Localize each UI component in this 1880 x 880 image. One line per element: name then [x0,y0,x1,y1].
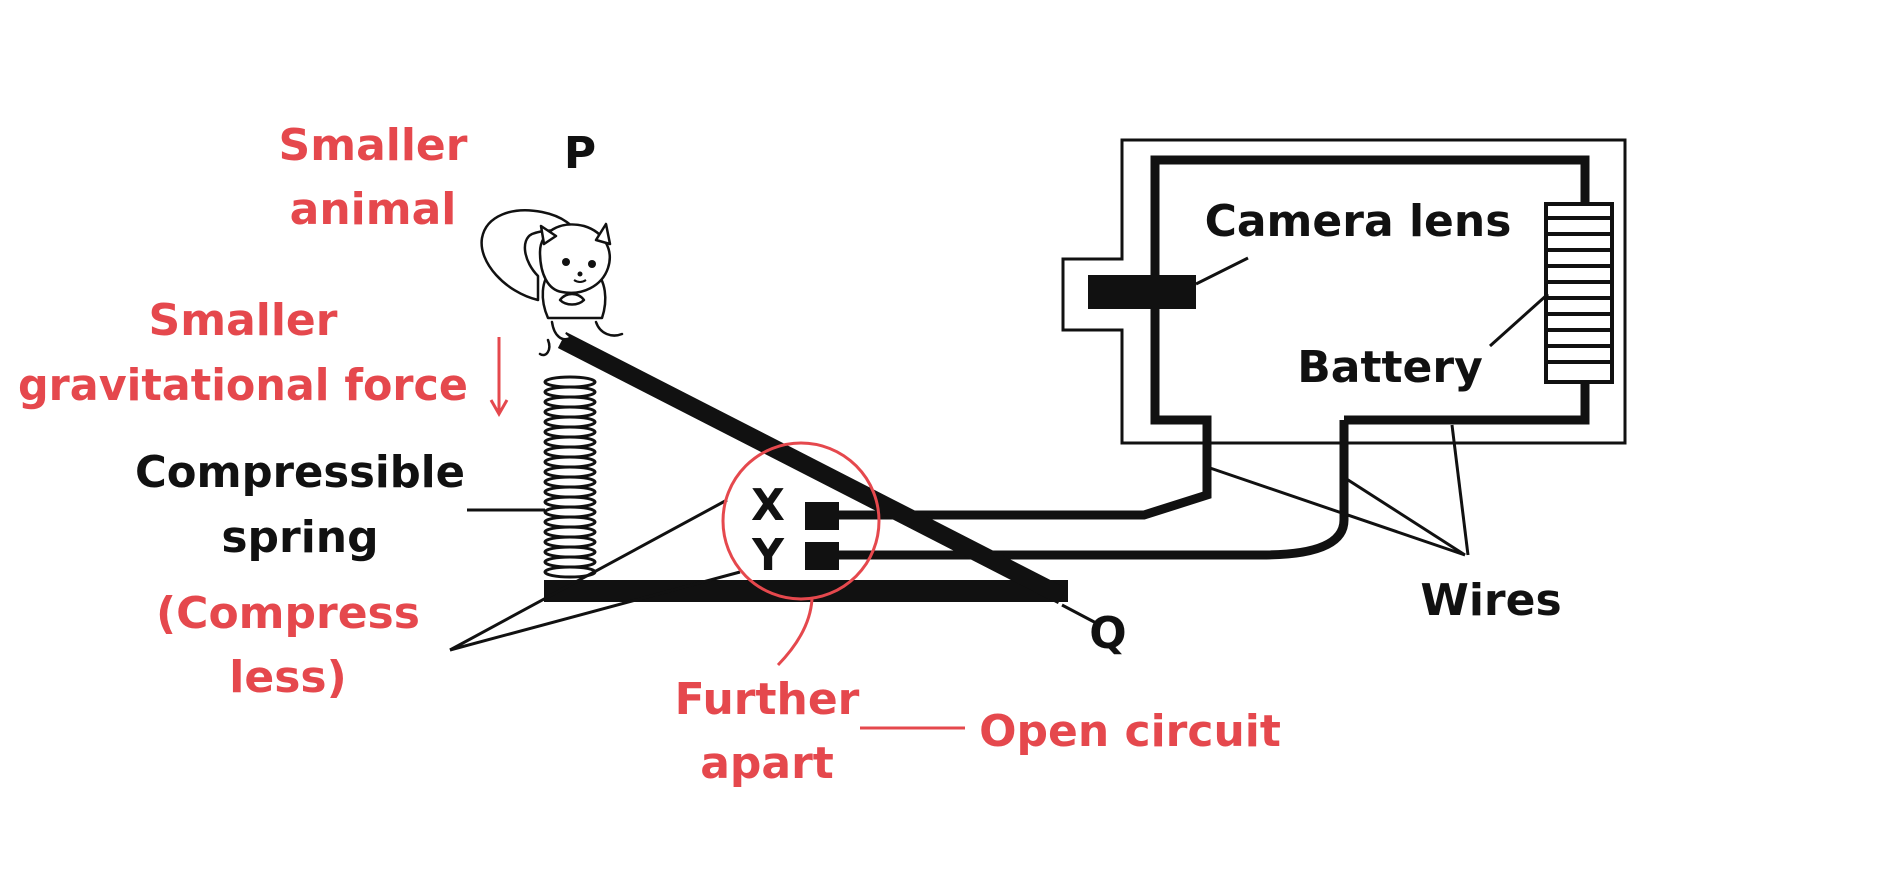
gravity-arrow-icon [489,337,509,418]
annotation-gravity-line1: Smaller [149,295,338,346]
annotation-further-line2: apart [700,738,834,789]
annotation-open-circuit: Open circuit [979,706,1281,757]
annotation-smaller-animal-line2: animal [290,184,457,235]
squirrel-icon [480,209,624,357]
camera-housing [1061,138,1627,445]
annotation-compress-line1: (Compress [156,588,420,639]
contact-y [805,542,839,570]
battery [1544,202,1614,384]
label-spring-line1: Compressible [135,447,465,498]
further-apart-leader [776,598,814,667]
label-p: P [564,128,596,179]
contact-x [805,502,839,530]
label-spring-line2: spring [221,512,378,563]
label-y: Y [751,530,785,581]
squirrel-face [562,258,596,277]
compressible-spring [543,375,597,579]
label-camera-lens: Camera lens [1205,196,1512,247]
q-leader [1061,603,1099,626]
annotation-smaller-animal-line1: Smaller [279,120,468,171]
label-wires: Wires [1420,575,1561,626]
annotation-further-line1: Further [675,674,860,725]
squirrel-mouth [573,279,587,283]
annotation-compress-line2: less) [229,652,346,703]
label-battery: Battery [1297,342,1483,393]
wires-leaders [1209,424,1470,557]
camera-lens-leader [1195,256,1249,286]
annotation-gravity-line2: gravitational force [18,360,468,411]
base-plate [544,580,1068,602]
label-x: X [751,480,785,531]
battery-leader [1488,292,1550,348]
base-leaders [449,498,741,652]
xy-highlight-circle [721,441,881,601]
label-q: Q [1089,608,1126,659]
camera-lens [1088,275,1196,309]
